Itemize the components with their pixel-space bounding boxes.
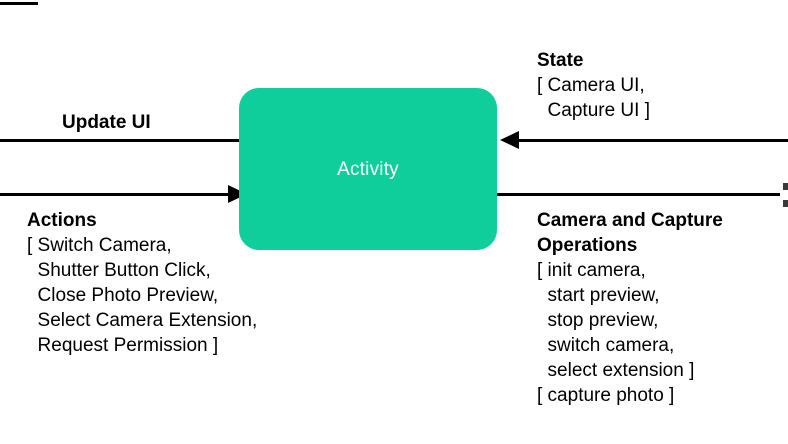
label-actions-item: Close Photo Preview,	[27, 285, 219, 306]
label-block-actions: Actions [ Switch Camera, Shutter Button …	[27, 208, 257, 358]
label-camera-operations-item: [ init camera,	[537, 260, 646, 281]
label-camera-operations-heading-line-1: Camera and Capture	[537, 210, 723, 231]
label-actions-heading: Actions	[27, 210, 97, 231]
label-block-update-ui: Update UI	[62, 110, 151, 135]
top-left-crop-mark	[0, 2, 38, 5]
label-camera-operations-heading-line-2: Operations	[537, 235, 638, 256]
label-block-camera-operations: Camera and Capture Operations [ init cam…	[537, 208, 723, 408]
arrowhead-left-state	[500, 131, 519, 149]
label-camera-operations-item: [ capture photo ]	[537, 385, 675, 406]
label-actions-item: Request Permission ]	[27, 335, 219, 356]
label-state-item: [ Camera UI,	[537, 75, 645, 96]
node-activity[interactable]: Activity	[239, 88, 497, 250]
node-activity-label: Activity	[337, 158, 399, 180]
label-camera-operations-item: switch camera,	[537, 335, 675, 356]
label-actions-item: Shutter Button Click,	[27, 260, 211, 281]
label-block-state: State [ Camera UI, Capture UI ]	[537, 48, 650, 123]
edge-line-state	[506, 139, 788, 142]
label-camera-operations-item: stop preview,	[537, 310, 659, 331]
edge-line-camera-operations	[492, 193, 780, 196]
label-state-item: Capture UI ]	[537, 100, 650, 121]
label-actions-item: Select Camera Extension,	[27, 310, 258, 331]
edge-marker-right-bottom	[783, 200, 788, 207]
label-update-ui-heading: Update UI	[62, 112, 151, 133]
label-state-heading: State	[537, 50, 584, 71]
edge-marker-right-top	[783, 183, 788, 190]
label-camera-operations-item: start preview,	[537, 285, 660, 306]
label-actions-item: [ Switch Camera,	[27, 235, 172, 256]
label-camera-operations-item: select extension ]	[537, 360, 695, 381]
edge-line-update-ui	[0, 139, 245, 142]
edge-line-actions	[0, 193, 232, 196]
